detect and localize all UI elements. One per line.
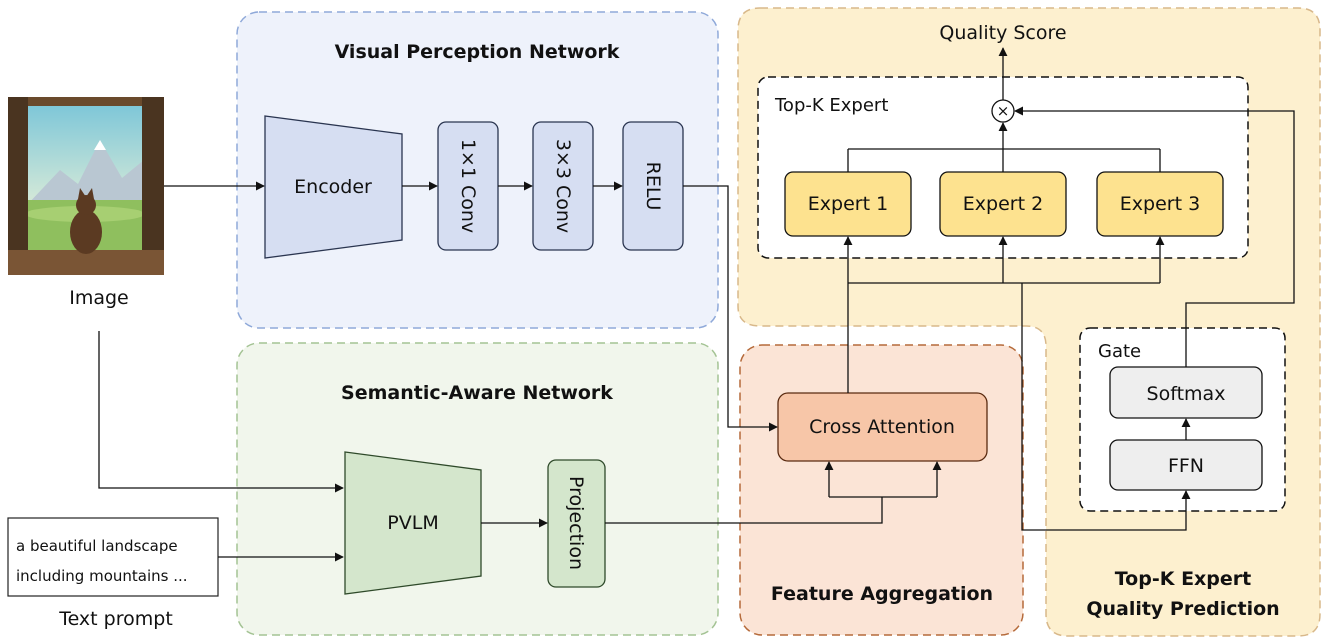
expert-1-label: Expert 1 [808,193,888,215]
pvlm-block [344,451,482,595]
visual-perception-title: Visual Perception Network [335,41,620,63]
pvlm-label: PVLM [387,512,438,534]
softmax-label: Softmax [1147,383,1226,405]
arrow-softmax-multiply [1014,106,1295,367]
relu-label: RELU [642,162,664,211]
arrow-relu-cross-attention [683,185,778,432]
gate-label: Gate [1098,341,1141,362]
text-prompt-label: Text prompt [58,608,173,630]
semantic-aware-title: Semantic-Aware Network [341,382,613,404]
topk-title-line2: Quality Prediction [1086,598,1279,620]
projection-label: Projection [565,476,587,570]
feature-aggregation-title: Feature Aggregation [771,583,993,605]
topk-title-line1: Top-K Expert [1115,568,1252,590]
quality-score-label: Quality Score [939,22,1066,44]
connectors [98,47,1295,562]
encoder-block [264,115,403,259]
prompt-line-1: a beautiful landscape [16,537,178,555]
text-prompt-box [7,517,219,597]
cross-attention-label: Cross Attention [809,416,955,438]
line-projection-merge [605,497,883,524]
image-label: Image [69,287,129,309]
conv3-label: 3×3 Conv [552,139,574,233]
ffn-label: FFN [1168,455,1204,477]
arrow-bus-ffn [1021,283,1191,531]
conv1-label: 1×1 Conv [457,139,479,233]
input-image [8,97,164,275]
topk-expert-box-label: Top-K Expert [774,95,888,116]
expert-3-label: Expert 3 [1120,193,1200,215]
encoder-label: Encoder [294,176,372,198]
arrow-image-pvlm [98,331,344,493]
prompt-line-2: including mountains ... [16,567,188,585]
cross-attention-block [777,392,988,462]
expert-2-label: Expert 2 [963,193,1043,215]
multiply-symbol: × [997,102,1010,120]
